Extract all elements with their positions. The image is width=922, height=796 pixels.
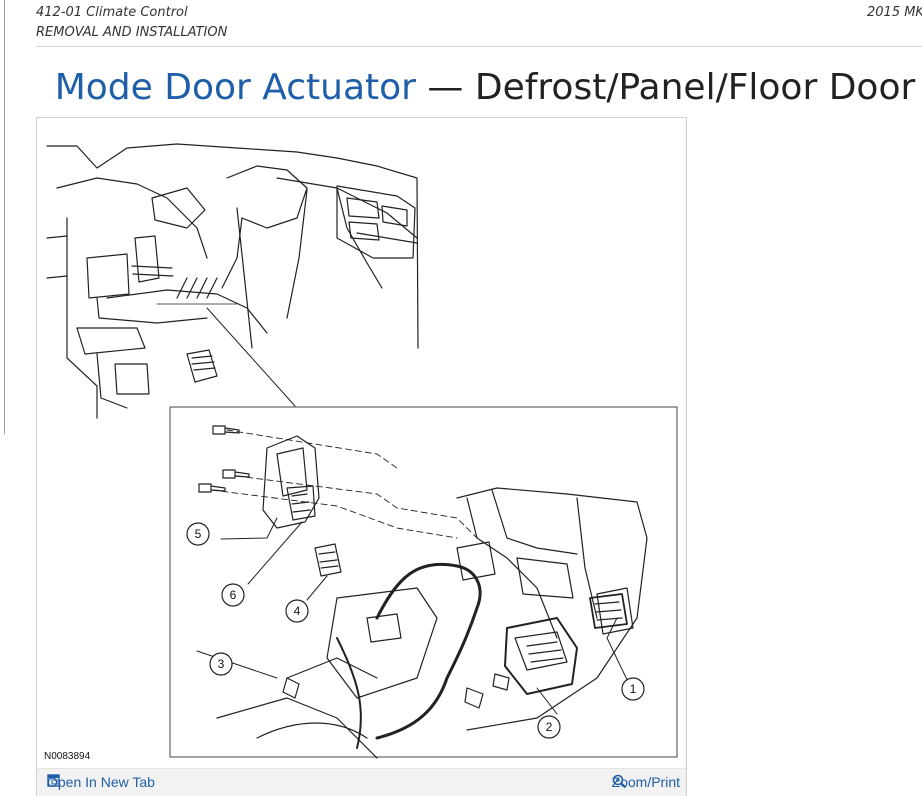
- open-in-new-tab-button[interactable]: Open In New Tab: [47, 774, 155, 790]
- open-in-new-tab-label: Open In New Tab: [47, 774, 155, 790]
- illustration-frame: 1 2 3 4 5 6 N0083894 Open In New Tab: [36, 117, 687, 796]
- illustration: 1 2 3 4 5 6: [46, 143, 678, 759]
- left-scroll-edge: [4, 0, 5, 434]
- zoom-print-button[interactable]: Zoom/Print: [612, 774, 680, 790]
- callout-label-1: 1: [630, 682, 637, 696]
- callout-circle-3: [209, 652, 233, 676]
- figure-toolbar: Open In New Tab Zoom/Print: [37, 768, 686, 796]
- figure-code: N0083894: [44, 751, 91, 762]
- callout-label-2: 2: [546, 720, 553, 734]
- detail-inset: [169, 406, 678, 759]
- section-label: 412-01 Climate Control: [36, 5, 188, 20]
- callout-label-5: 5: [195, 527, 202, 541]
- callout-circle-2: [537, 715, 561, 739]
- callout-label-6: 6: [230, 588, 237, 602]
- title-rest: — Defrost/Panel/Floor Door: [415, 67, 916, 108]
- vehicle-label: 2015 MK: [867, 5, 922, 20]
- title-link[interactable]: Mode Door Actuator: [54, 67, 416, 108]
- callout-label-4: 4: [294, 604, 301, 618]
- callout-circle-6: [221, 583, 245, 607]
- page-title: Mode Door Actuator — Defrost/Panel/Floor…: [0, 62, 922, 114]
- magnifier-icon: [612, 774, 626, 789]
- callouts: [186, 522, 645, 739]
- callout-label-3: 3: [218, 657, 225, 671]
- zoom-print-label: Zoom/Print: [611, 774, 680, 790]
- document-header: 412-01 Climate Control REMOVAL AND INSTA…: [36, 3, 227, 43]
- procedure-type: REMOVAL AND INSTALLATION: [36, 25, 228, 40]
- overview-drawing: [46, 143, 419, 419]
- open-in-new-tab-icon: [47, 774, 60, 787]
- header-divider: [36, 46, 922, 47]
- callout-circle-5: [186, 522, 210, 546]
- callout-circle-4: [285, 599, 309, 623]
- callout-circle-1: [621, 677, 645, 701]
